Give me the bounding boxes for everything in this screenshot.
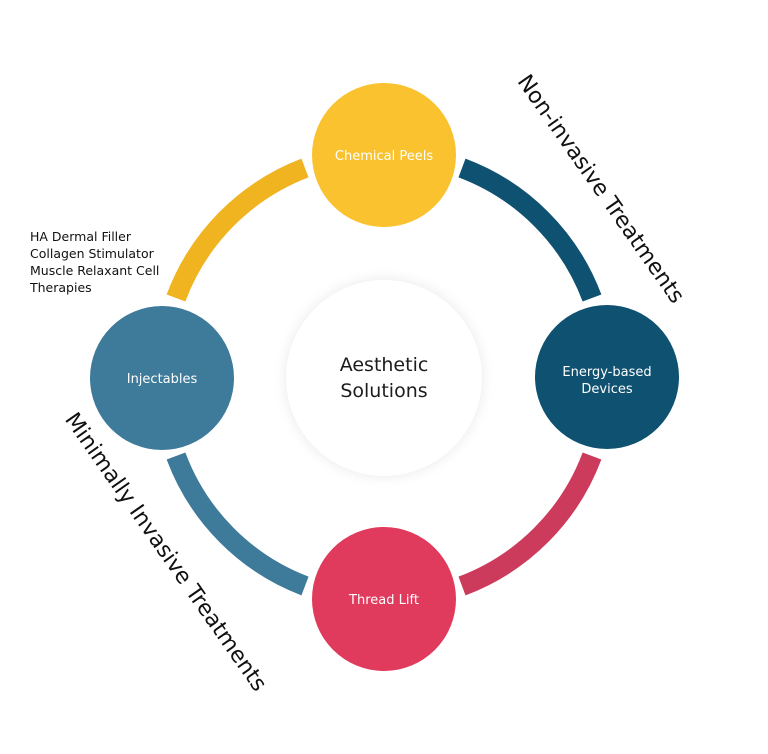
node-chemical-peels [312,83,456,227]
node-energy-based-devices [535,305,679,449]
center-title-line2: Solutions [340,380,427,402]
node-injectables-label: Injectables [127,372,198,387]
note-line-4: Therapies [29,280,92,295]
node-chemical-peels-label: Chemical Peels [335,149,433,164]
center-title-line1: Aesthetic [340,354,429,376]
note-line-2: Collagen Stimulator [30,246,155,261]
node-energy-based-devices-label-line1: Energy-based [562,365,651,380]
injectables-note: HA Dermal Filler Collagen Stimulator Mus… [29,229,159,295]
non-invasive-treatments-label: Non-invasive Treatments [512,70,689,308]
note-line-1: HA Dermal Filler [30,229,132,244]
arc-top-left [166,158,309,302]
note-line-3: Muscle Relaxant Cell [30,263,159,278]
arc-bottom-right [458,452,602,596]
arc-bottom-left [166,452,309,596]
node-injectables [90,306,234,450]
center-hub [286,280,482,476]
node-thread-lift-label: Thread Lift [348,593,419,608]
node-thread-lift [312,527,456,671]
node-energy-based-devices-label-line2: Devices [581,382,632,397]
arc-top-right [458,158,602,302]
